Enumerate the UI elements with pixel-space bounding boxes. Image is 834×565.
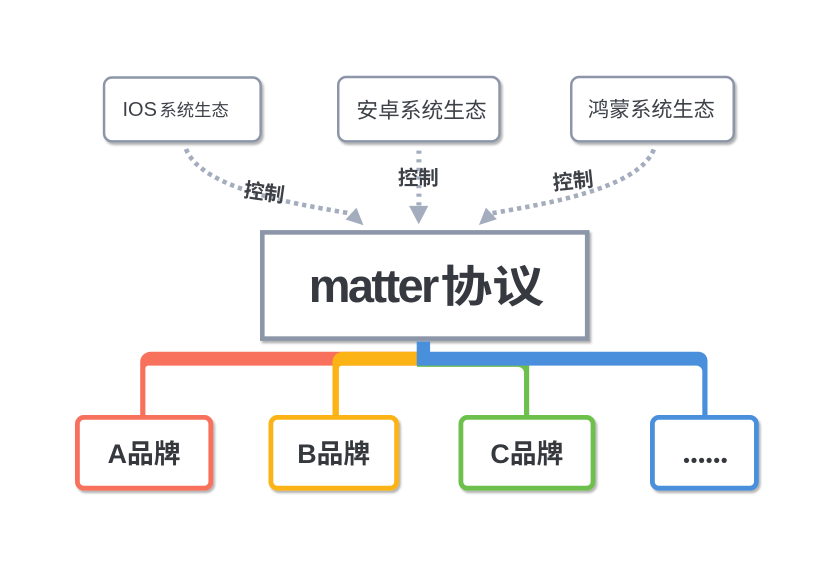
svg-text:matter: matter <box>309 259 439 312</box>
svg-text:B: B <box>297 439 316 469</box>
svg-text:IOS: IOS <box>123 99 157 121</box>
svg-text:C: C <box>490 439 509 469</box>
svg-text:A: A <box>108 439 127 469</box>
